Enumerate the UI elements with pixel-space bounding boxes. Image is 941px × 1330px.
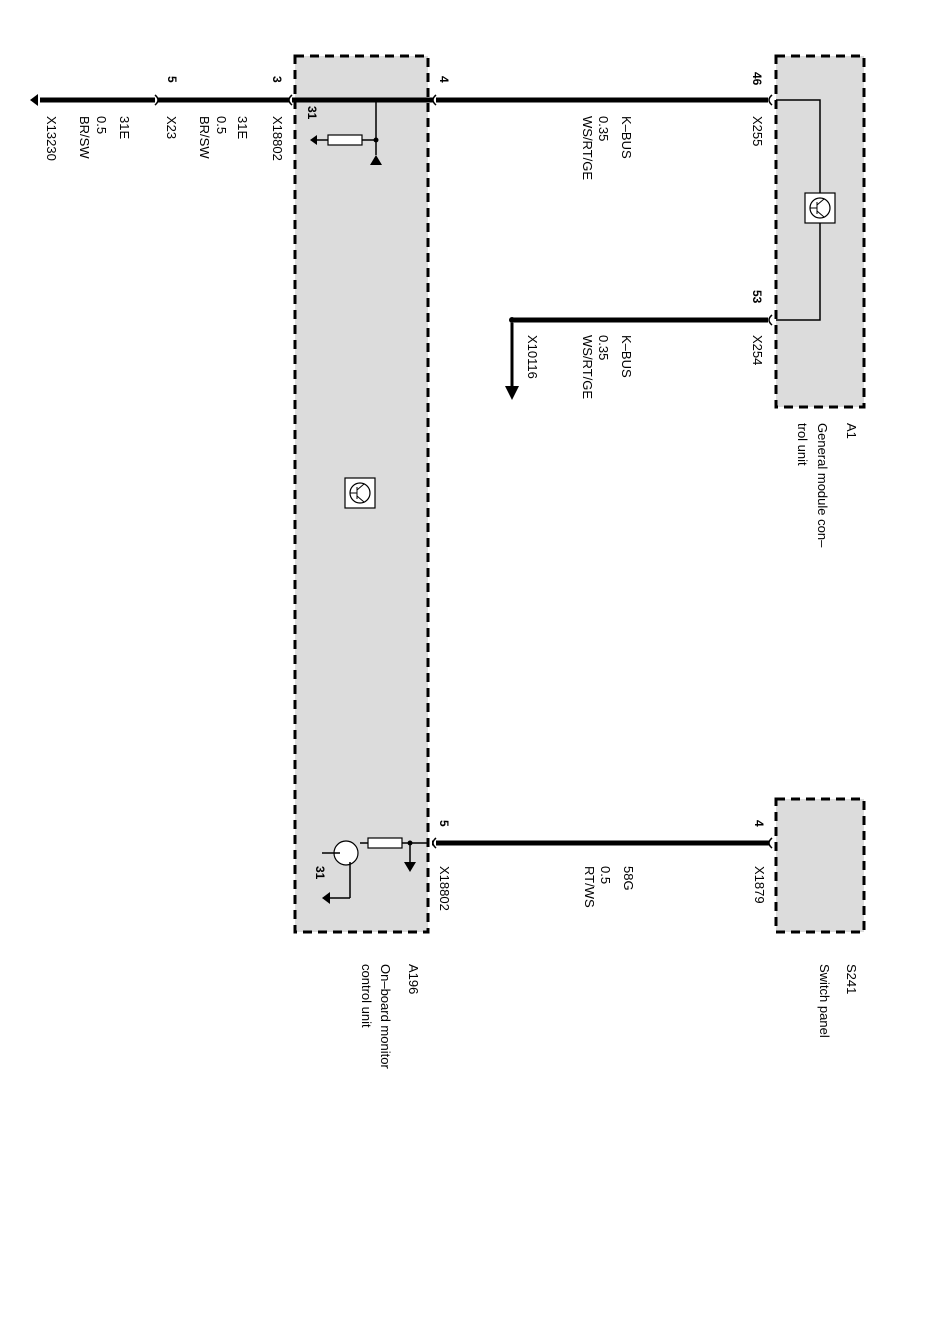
ground-icon <box>322 892 330 904</box>
a196-ground-size: 0.5 <box>214 116 229 134</box>
a196-ground-connector: X18802 <box>270 116 285 161</box>
kbus2-signal: K–BUS <box>619 335 634 378</box>
connector-marks <box>154 94 773 849</box>
ground-color: BR/SW <box>77 116 92 159</box>
kbus2-continues-to[interactable]: X10116 <box>525 335 540 379</box>
kbus1-connector: X255 <box>750 116 765 146</box>
connector-x23-icon <box>154 94 159 106</box>
connector-x254-icon <box>768 314 773 326</box>
ground-icon <box>370 155 382 165</box>
s241-box <box>774 797 866 934</box>
a1-transistor-box-icon <box>804 192 836 224</box>
arrow-down-icon <box>505 386 519 400</box>
kbus1-size: 0.35 <box>596 116 611 141</box>
kbus1-color: WS/RT/GE <box>580 116 595 180</box>
connector-x18802-icon <box>288 94 293 106</box>
x23-connector: X23 <box>164 116 179 139</box>
kbus2-color: WS/RT/GE <box>580 335 595 399</box>
ground-signal: 31E <box>117 116 132 139</box>
illum-size: 0.5 <box>598 866 613 884</box>
kbus1-pin-right: 46 <box>750 72 764 86</box>
a196-illum-circuit <box>322 837 428 904</box>
connector-x18802b-icon <box>432 837 437 849</box>
illum-pin-left: 5 <box>437 820 451 827</box>
illum-connector-right: X1879 <box>752 866 767 904</box>
splice-dot-icon <box>509 317 515 323</box>
junction-dot <box>373 137 379 143</box>
illum-connector-left: X18802 <box>437 866 452 911</box>
kbus2-connector: X254 <box>750 335 765 365</box>
a1-name-line1: General module con– <box>815 423 830 548</box>
a196-ground-signal: 31E <box>235 116 250 139</box>
a196-ground-color: BR/SW <box>197 116 212 159</box>
a196-transistor-box-icon <box>344 477 376 509</box>
connector-x1879-icon <box>768 837 773 849</box>
a196-id: A196 <box>406 964 421 994</box>
ground-icon <box>310 135 317 145</box>
kbus1-signal: K–BUS <box>619 116 634 159</box>
arrow-down-icon <box>404 862 416 872</box>
s241-id: S241 <box>844 964 859 994</box>
illum-pin-right: 4 <box>752 820 766 827</box>
a1-id: A1 <box>844 423 859 439</box>
a196-internal-ground: 31 <box>305 106 319 120</box>
ground-connector: X13230 <box>44 116 59 161</box>
illum-signal: 58G <box>621 866 636 891</box>
a1-name-line2: trol unit <box>795 423 810 466</box>
a196-illum-ground: 31 <box>313 866 327 880</box>
resistor-icon <box>327 134 363 146</box>
x23-pin: 5 <box>165 76 179 83</box>
a196-ground-pin: 3 <box>270 76 284 83</box>
kbus2-size: 0.35 <box>596 335 611 360</box>
a196-ground-line <box>295 99 377 155</box>
illum-color: RT/WS <box>582 866 597 908</box>
resistor-icon <box>367 837 403 849</box>
s241-name: Switch panel <box>817 964 832 1038</box>
a196-name-line1: On–board monitor <box>378 964 393 1069</box>
connector-pin4-icon <box>432 94 437 106</box>
kbus1-pin-left: 4 <box>437 76 451 83</box>
connector-x255-icon <box>768 94 773 106</box>
kbus2-pin: 53 <box>750 290 764 304</box>
a196-name-line2: control unit <box>359 964 374 1028</box>
ground-icon <box>30 94 38 106</box>
ground-size: 0.5 <box>94 116 109 134</box>
